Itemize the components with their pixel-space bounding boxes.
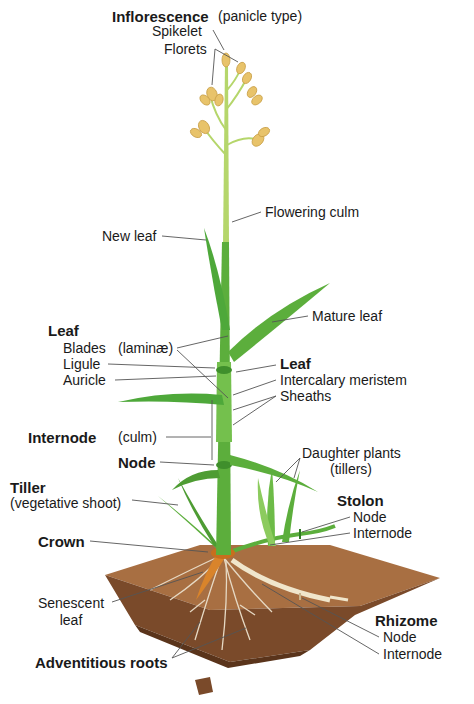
spikelets [198, 93, 212, 107]
leader-line [262, 584, 379, 654]
part-label: Blades [63, 340, 106, 357]
leader-line [276, 458, 300, 482]
leader-line [108, 364, 215, 368]
part-label: (vegetative shoot) [10, 495, 121, 512]
soil-block [105, 545, 440, 695]
spikelets [214, 93, 225, 107]
stem [216, 366, 232, 374]
part-label: Flowering culm [265, 204, 359, 221]
part-label: (tillers) [330, 461, 372, 478]
part-label: Stolon [337, 492, 384, 509]
part-label: (laminæ) [118, 340, 173, 357]
leader-line [132, 500, 178, 505]
tillers [178, 478, 220, 548]
part-label: (culm) [118, 429, 157, 446]
part-label: Intercalary meristem [280, 372, 407, 389]
part-label: Inflorescence [112, 8, 209, 25]
leader-line [90, 541, 208, 552]
part-label: Adventitious roots [35, 654, 168, 671]
spikelets [241, 71, 254, 85]
part-label: Mature leaf [312, 308, 382, 325]
leader-line [270, 533, 350, 545]
part-label: Node [353, 509, 386, 526]
root-system [240, 605, 255, 615]
senescent-leaf [196, 552, 226, 600]
root-system [224, 558, 272, 612]
leader-line [236, 365, 276, 372]
part-label: Spikelet [152, 23, 202, 40]
leaves [172, 470, 220, 490]
rhizome [232, 560, 348, 600]
part-label: Node [383, 629, 416, 646]
leader-line [212, 400, 213, 460]
leader-line [112, 572, 203, 602]
leader-line [233, 396, 276, 410]
leader-line [294, 458, 300, 478]
part-label: Node [118, 454, 156, 471]
leader-line [272, 316, 308, 322]
part-label: Tiller [10, 479, 46, 496]
leader-line [90, 30, 379, 658]
part-label: Leaf [48, 322, 79, 339]
leader-line [215, 49, 238, 62]
leader-line [233, 380, 276, 395]
part-label: (panicle type) [218, 8, 302, 25]
leaves [118, 228, 330, 492]
leader-line [115, 376, 216, 380]
tillers [158, 496, 222, 552]
senescent-leaf [196, 552, 226, 600]
stem [216, 461, 232, 469]
part-label: Leaf [280, 355, 311, 372]
rhizome [232, 560, 330, 600]
leader-line [172, 628, 246, 658]
spikelets [235, 61, 247, 75]
leader-line [302, 517, 350, 532]
leader-line [162, 236, 206, 240]
part-label: Internode [28, 429, 96, 446]
spikelets [257, 126, 271, 139]
part-label: Ligule [63, 356, 100, 373]
part-label: Senescent leaf [30, 595, 112, 629]
leader-line [177, 336, 228, 348]
spikelets [250, 93, 264, 107]
part-label: Crown [38, 533, 85, 550]
root-system [190, 600, 205, 612]
leader-line [213, 30, 224, 50]
spikelets [189, 53, 271, 149]
leader-line [166, 437, 211, 438]
part-label: Rhizome [375, 612, 438, 629]
part-label: Auricle [63, 372, 106, 389]
soil-block [195, 677, 213, 695]
leaves [204, 228, 230, 330]
leader-line [177, 350, 228, 398]
leader-line [212, 49, 215, 85]
leader-line [233, 396, 276, 425]
part-label: Florets [164, 41, 207, 58]
leaves [118, 394, 224, 405]
part-label: Daughter plants [302, 445, 401, 462]
part-label: New leaf [102, 228, 156, 245]
leader-line [232, 212, 261, 222]
rhizome [330, 597, 348, 600]
stolon [299, 529, 301, 539]
part-label: Internode [353, 525, 412, 542]
leader-line [160, 462, 214, 465]
part-label: Internode [383, 646, 442, 663]
rhizome [299, 593, 301, 600]
spikelets [189, 127, 203, 140]
leaves [230, 455, 318, 492]
tillers [258, 478, 276, 546]
flowering-culm [204, 62, 258, 244]
part-label: Sheaths [280, 388, 331, 405]
